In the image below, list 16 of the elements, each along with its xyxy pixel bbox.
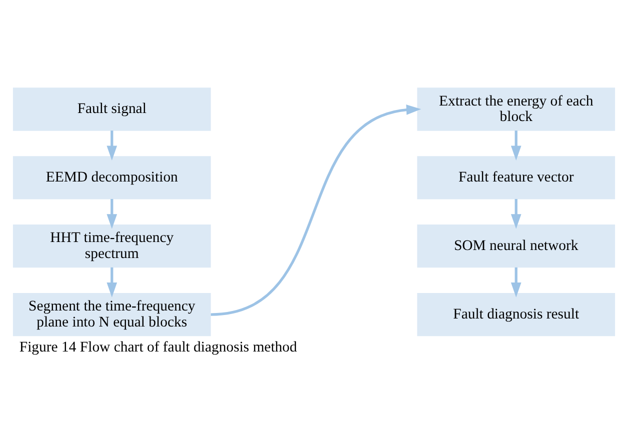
arrow <box>106 267 117 298</box>
node-box: Extract the energy of each block <box>416 88 615 131</box>
arrow <box>210 104 421 316</box>
arrow <box>510 130 521 160</box>
node-box: HHT time-frequency spectrum <box>12 224 210 268</box>
arrow <box>510 199 521 229</box>
node-box: Fault feature vector <box>416 156 615 200</box>
arrow <box>106 130 117 160</box>
arrow <box>510 267 521 298</box>
arrow <box>106 199 117 229</box>
node-box: Fault signal <box>12 88 210 131</box>
node-box: EEMD decomposition <box>12 156 210 200</box>
caption: Figure 14 Flow chart of fault diagnosis method <box>18 340 296 356</box>
node-box: Fault diagnosis result <box>416 292 615 336</box>
node-box: Segment the time-frequency plane into N equal blocks <box>12 292 210 336</box>
node-box: SOM neural network <box>416 224 615 268</box>
